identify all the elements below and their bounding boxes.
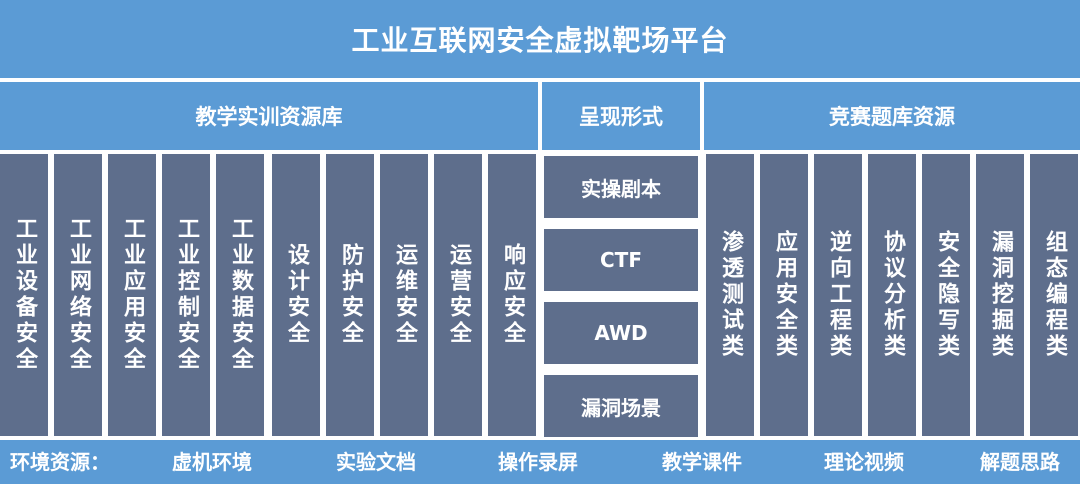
teaching-item: 工业网络安全 <box>54 154 102 436</box>
competition-item-label: 渗透测试类 <box>718 230 743 360</box>
teaching-item-label: 工业应用安全 <box>120 217 145 373</box>
footer-item: 实验文档 <box>336 450 416 474</box>
teaching-item-label: 工业设备安全 <box>12 217 37 373</box>
competition-item: 安全隐写类 <box>922 154 970 436</box>
teaching-item-label: 运营安全 <box>446 243 471 347</box>
competition-item: 组态编程类 <box>1030 154 1078 436</box>
competition-item: 漏洞挖掘类 <box>976 154 1024 436</box>
competition-item: 逆向工程类 <box>814 154 862 436</box>
teaching-item: 工业数据安全 <box>216 154 264 436</box>
teaching-item-label: 响应安全 <box>500 243 525 347</box>
teaching-item: 工业控制安全 <box>162 154 210 436</box>
footer-item: 教学课件 <box>662 450 742 474</box>
presentation-item: AWD <box>544 302 698 364</box>
competition-item-label: 组态编程类 <box>1042 230 1067 360</box>
footer-item: 虚机环境 <box>172 450 252 474</box>
teaching-item: 运营安全 <box>434 154 482 436</box>
competition-item-label: 安全隐写类 <box>934 230 959 360</box>
competition-item: 协议分析类 <box>868 154 916 436</box>
competition-item-label: 应用安全类 <box>772 230 797 360</box>
teaching-item: 工业设备安全 <box>0 154 48 436</box>
teaching-item: 设计安全 <box>272 154 320 436</box>
presentation-form-header: 呈现形式 <box>542 82 700 150</box>
competition-item: 应用安全类 <box>760 154 808 436</box>
teaching-item-label: 防护安全 <box>338 243 363 347</box>
teaching-item: 响应安全 <box>488 154 536 436</box>
presentation-item: 实操剧本 <box>544 156 698 218</box>
teaching-item-label: 工业数据安全 <box>228 217 253 373</box>
environment-resources-bar: 环境资源： 虚机环境 实验文档 操作录屏 教学课件 理论视频 解题思路 <box>0 440 1080 484</box>
footer-item: 操作录屏 <box>498 450 578 474</box>
environment-resources-label: 环境资源： <box>10 450 110 474</box>
competition-item: 渗透测试类 <box>706 154 754 436</box>
presentation-item: 漏洞场景 <box>544 375 698 437</box>
footer-item: 理论视频 <box>824 450 904 474</box>
teaching-item-label: 工业控制安全 <box>174 217 199 373</box>
competition-item-label: 协议分析类 <box>880 230 905 360</box>
competition-item-label: 漏洞挖掘类 <box>988 230 1013 360</box>
teaching-item-label: 工业网络安全 <box>66 217 91 373</box>
teaching-resource-header: 教学实训资源库 <box>0 82 538 150</box>
competition-item-label: 逆向工程类 <box>826 230 851 360</box>
teaching-item: 运维安全 <box>380 154 428 436</box>
teaching-item-label: 设计安全 <box>284 243 309 347</box>
teaching-item: 防护安全 <box>326 154 374 436</box>
competition-resource-header: 竞赛题库资源 <box>704 82 1080 150</box>
teaching-item-label: 运维安全 <box>392 243 417 347</box>
teaching-item: 工业应用安全 <box>108 154 156 436</box>
platform-title: 工业互联网安全虚拟靶场平台 <box>0 0 1080 78</box>
presentation-item: CTF <box>544 229 698 291</box>
footer-item: 解题思路 <box>980 450 1060 474</box>
